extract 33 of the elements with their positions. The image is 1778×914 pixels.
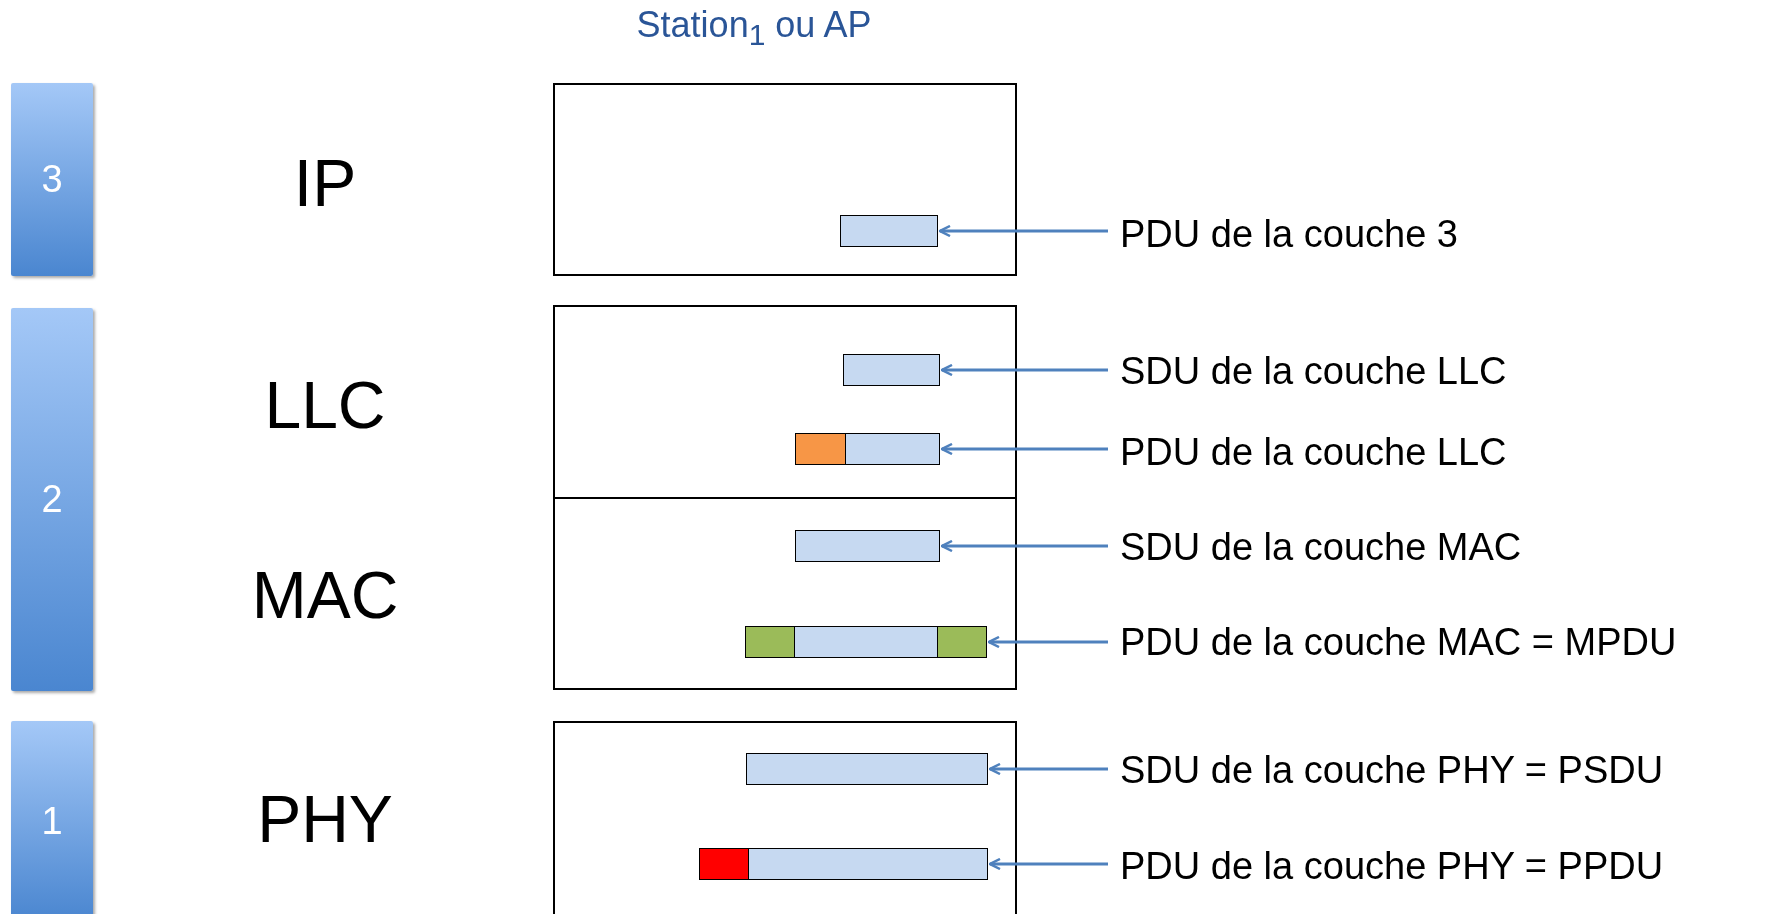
arrow (987, 635, 1108, 649)
data-unit-bar (795, 433, 940, 465)
layer-box (553, 721, 1017, 914)
data-unit-label: PDU de la couche MAC = MPDU (1120, 623, 1677, 661)
layer-box (553, 83, 1017, 276)
layer-name: MAC (251, 562, 399, 628)
layer-number-bar: 1 (11, 721, 93, 914)
layer-name: PHY (257, 786, 393, 852)
data-unit-label: SDU de la couche MAC (1120, 528, 1522, 566)
diagram-title: Station$_{1}$ ou AP (636, 4, 872, 53)
data-unit-label: SDU de la couche LLC (1120, 352, 1507, 390)
data-unit-label: PDU de la couche 3 (1120, 215, 1458, 253)
data-unit-label: SDU de la couche PHY = PSDU (1120, 751, 1664, 789)
layer-name: IP (293, 150, 357, 216)
arrow (940, 363, 1108, 377)
data-unit-label: PDU de la couche PHY = PPDU (1120, 847, 1664, 885)
layer-box (553, 305, 1017, 499)
layer-box (553, 497, 1017, 690)
data-unit-bar (840, 215, 938, 247)
data-unit-bar (745, 626, 987, 658)
data-unit-bar (843, 354, 940, 386)
data-unit-bar (746, 753, 988, 785)
layer-name: LLC (264, 372, 386, 438)
data-unit-bar (795, 530, 940, 562)
layer-number-bar: 2 (11, 308, 93, 691)
arrow (988, 857, 1108, 871)
data-unit-label: PDU de la couche LLC (1120, 433, 1507, 471)
layer-number-bar: 3 (11, 83, 93, 276)
arrow (988, 762, 1108, 776)
data-unit-bar (699, 848, 988, 880)
arrow (938, 224, 1108, 238)
arrow (940, 539, 1108, 553)
arrow (940, 442, 1108, 456)
